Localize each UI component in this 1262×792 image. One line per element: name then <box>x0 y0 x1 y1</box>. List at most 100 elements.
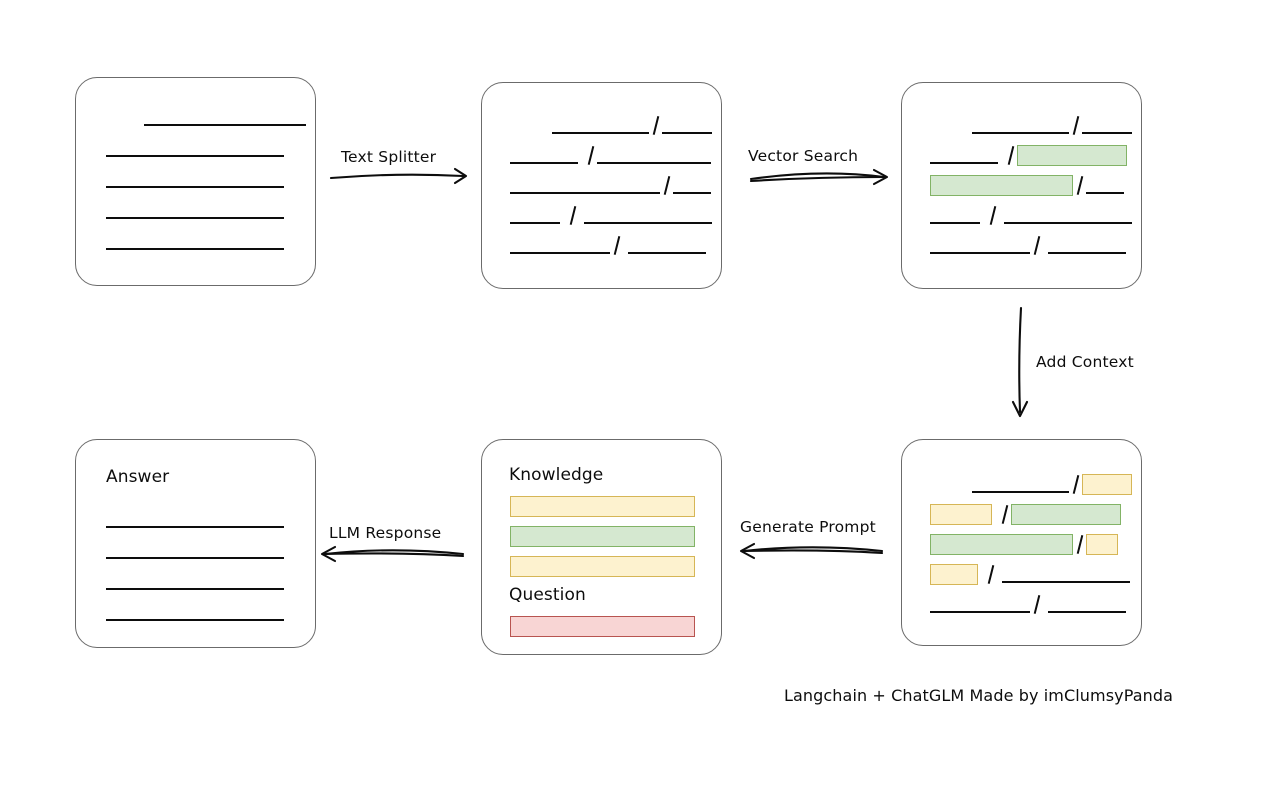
text-line-row <box>930 533 1118 555</box>
highlight-chunk-yellow <box>1082 473 1132 495</box>
chunk-separator-slash <box>649 116 662 135</box>
highlight-chunk-yellow <box>930 563 978 585</box>
highlight-chunk-green <box>1017 144 1127 166</box>
text-line-row <box>930 473 1132 495</box>
highlight-chunk-green <box>1011 503 1121 525</box>
edge-label-text-splitter: Text Splitter <box>341 148 437 166</box>
text-line-segment <box>1086 192 1124 194</box>
text-line-row <box>930 503 1121 525</box>
text-line-segment <box>106 248 284 250</box>
text-line-row <box>930 234 1126 256</box>
text-line-segment <box>106 619 284 621</box>
node-split-chunks[interactable] <box>481 82 722 289</box>
footer-credit: Langchain + ChatGLM Made by imClumsyPand… <box>784 686 1174 705</box>
prompt-question-heading: Question <box>509 585 586 605</box>
text-line-row <box>106 106 306 128</box>
answer-heading: Answer <box>106 467 170 487</box>
text-line-segment <box>673 192 711 194</box>
prompt-knowledge-heading: Knowledge <box>509 465 604 485</box>
chunk-separator-slash <box>660 176 673 195</box>
answer-lines <box>76 440 315 647</box>
text-line-row <box>930 144 1127 166</box>
highlight-chunk-green <box>930 174 1073 196</box>
node-source-document[interactable] <box>75 77 316 286</box>
text-line-row <box>106 230 284 252</box>
text-line-row <box>106 539 284 561</box>
edge-label-vector-search: Vector Search <box>748 147 859 165</box>
text-line-segment <box>597 162 711 164</box>
edge-label-add-context: Add Context <box>1036 353 1134 371</box>
text-line-row <box>106 570 284 592</box>
text-line-segment <box>930 222 980 224</box>
text-line-segment <box>930 611 1030 613</box>
chunk-separator-slash <box>1073 535 1086 554</box>
text-line-row <box>510 114 712 136</box>
text-line-row <box>106 508 284 530</box>
text-line-segment <box>106 557 284 559</box>
chunk-separator-slash <box>984 565 997 584</box>
text-line-segment <box>106 186 284 188</box>
text-line-segment <box>106 588 284 590</box>
text-line-segment <box>972 491 1069 493</box>
chunk-separator-slash <box>998 505 1011 524</box>
text-line-row <box>930 114 1132 136</box>
chunk-separator-slash <box>1030 595 1043 614</box>
text-line-segment <box>584 222 712 224</box>
text-line-segment <box>106 217 284 219</box>
text-line-segment <box>510 192 660 194</box>
arrow-generate-prompt <box>739 542 884 560</box>
matched-chunks-lines <box>902 83 1141 288</box>
node-context-chunks[interactable] <box>901 439 1142 646</box>
prompt-knowledge-chips <box>482 440 721 654</box>
edge-label-llm-response: LLM Response <box>329 524 442 542</box>
highlight-chunk-yellow <box>1086 533 1118 555</box>
text-line-row <box>930 563 1130 585</box>
source-document-lines <box>76 78 315 285</box>
split-chunks-lines <box>482 83 721 288</box>
text-line-segment <box>144 124 306 126</box>
prompt-chip-red <box>510 616 695 637</box>
text-line-segment <box>510 222 560 224</box>
text-line-row <box>106 137 284 159</box>
text-line-segment <box>1048 611 1126 613</box>
context-chunks-lines <box>902 440 1141 645</box>
text-line-segment <box>552 132 649 134</box>
text-line-segment <box>106 526 284 528</box>
text-line-segment <box>930 162 998 164</box>
text-line-row <box>930 204 1132 226</box>
text-line-segment <box>510 252 610 254</box>
text-line-segment <box>628 252 706 254</box>
text-line-segment <box>1048 252 1126 254</box>
node-prompt[interactable]: Knowledge Question <box>481 439 722 655</box>
chunk-separator-slash <box>1069 475 1082 494</box>
edge-label-generate-prompt: Generate Prompt <box>740 518 876 536</box>
node-matched-chunks[interactable] <box>901 82 1142 289</box>
highlight-chunk-yellow <box>930 503 992 525</box>
text-line-row <box>930 593 1126 615</box>
text-line-row <box>510 204 712 226</box>
text-line-row <box>106 168 284 190</box>
text-line-row <box>510 174 711 196</box>
text-line-segment <box>1082 132 1132 134</box>
arrow-add-context <box>1011 306 1029 418</box>
chunk-separator-slash <box>1004 146 1017 165</box>
text-line-segment <box>106 155 284 157</box>
node-answer[interactable]: Answer <box>75 439 316 648</box>
prompt-chip-yellow <box>510 496 695 517</box>
text-line-row <box>510 144 711 166</box>
text-line-row <box>106 199 284 221</box>
text-line-segment <box>510 162 578 164</box>
text-line-segment <box>1004 222 1132 224</box>
prompt-question-chips <box>482 440 721 654</box>
chunk-separator-slash <box>986 206 999 225</box>
text-line-segment <box>662 132 712 134</box>
arrow-llm-response <box>320 545 465 563</box>
text-line-segment <box>1002 581 1130 583</box>
chunk-separator-slash <box>1069 116 1082 135</box>
chunk-separator-slash <box>584 146 597 165</box>
chunk-separator-slash <box>610 236 623 255</box>
chunk-separator-slash <box>1073 176 1086 195</box>
highlight-chunk-green <box>930 533 1073 555</box>
arrow-vector-search <box>749 168 889 186</box>
